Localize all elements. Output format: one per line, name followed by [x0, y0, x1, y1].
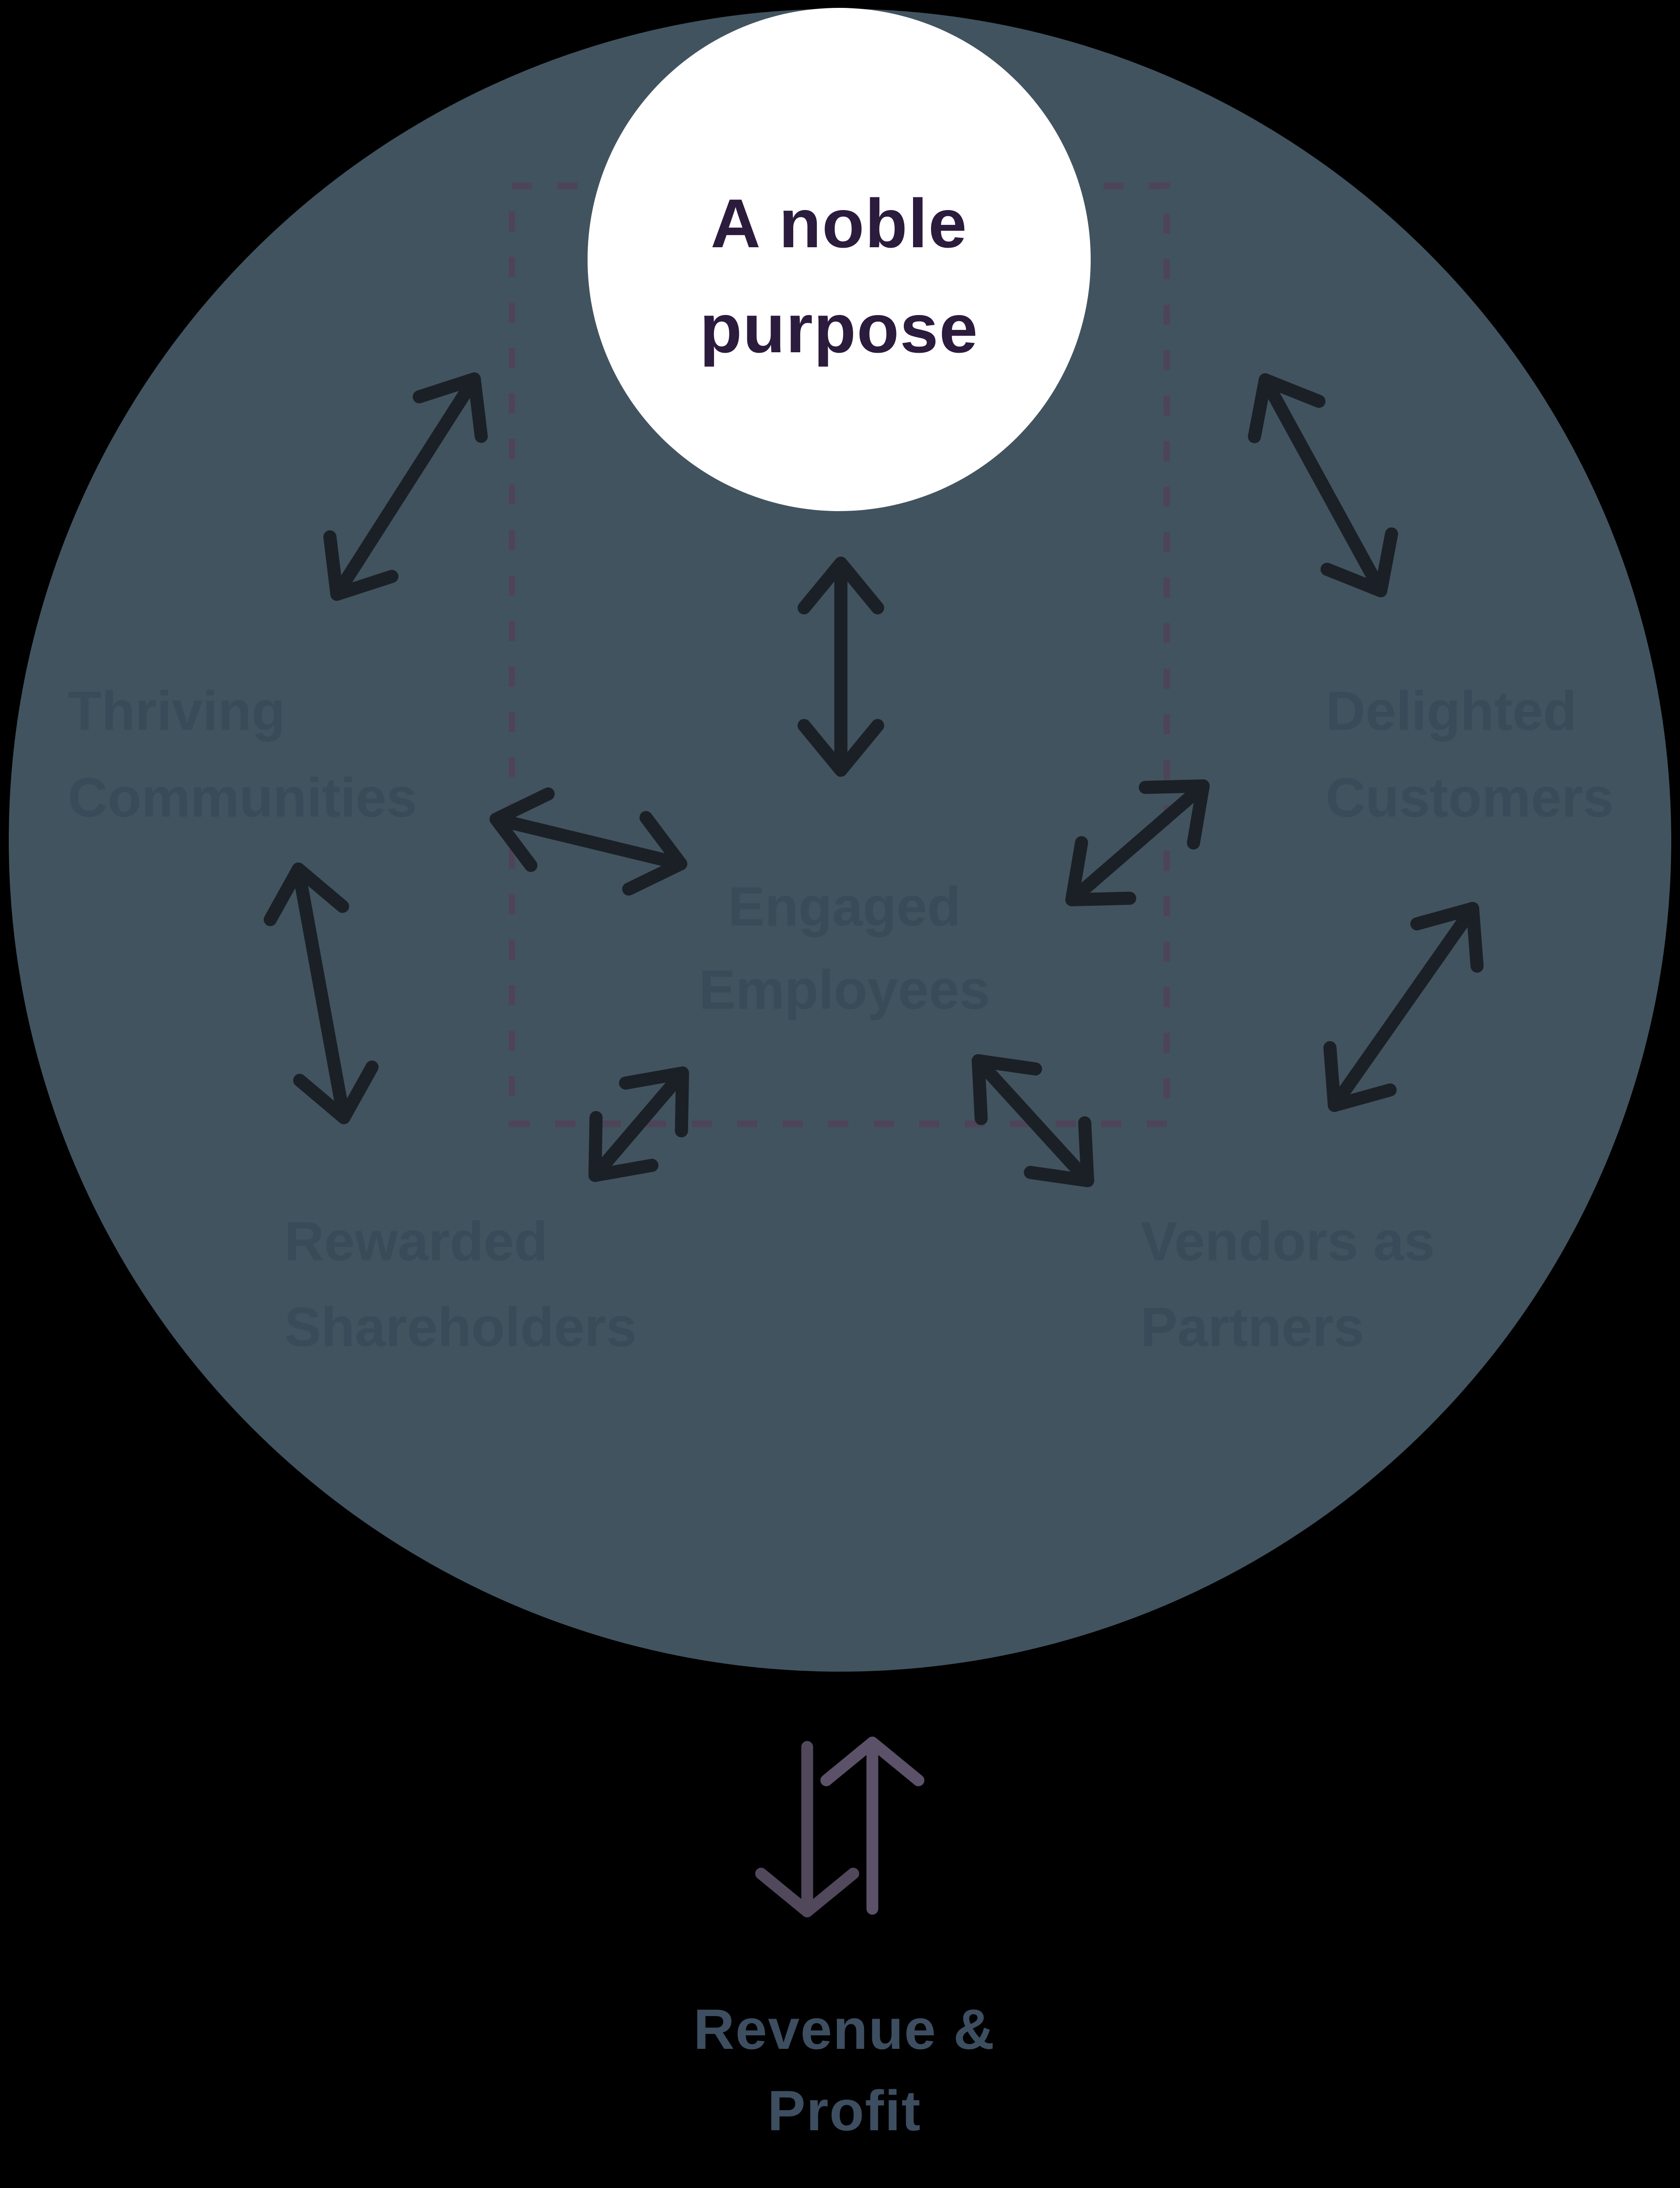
label-engaged-employees-line2: Employees [699, 959, 990, 1020]
label-thriving-communities-line2: Communities [68, 767, 417, 828]
double-arrow-communities-employees [490, 787, 687, 896]
purpose-title-line2: purpose [700, 290, 978, 367]
stakeholder-labels: Thriving Communities Delighted Customers… [68, 680, 1614, 1358]
label-rewarded-shareholders-line1: Rewarded [284, 1210, 548, 1272]
double-arrow-customers-purpose [1248, 373, 1398, 597]
double-arrow-communities-shareholders [263, 863, 379, 1124]
double-arrow-employees-customers [1065, 779, 1210, 906]
outcome-line2: Profit [767, 2079, 921, 2142]
purpose-title-line1: A noble [710, 185, 967, 262]
label-delighted-customers-line1: Delighted [1326, 680, 1577, 742]
label-delighted-customers-line2: Customers [1326, 767, 1614, 828]
label-vendors-as-partners-line1: Vendors as [1141, 1210, 1435, 1272]
double-arrow-communities-purpose [323, 372, 488, 601]
purpose-circle [588, 8, 1091, 511]
label-vendors-as-partners-line2: Partners [1141, 1296, 1364, 1358]
label-rewarded-shareholders-line2: Shareholders [284, 1296, 637, 1358]
exchange-arrows [263, 372, 1484, 1187]
outcome-label: Revenue & Profit [693, 1997, 995, 2142]
double-arrow-employees-shareholders [588, 1066, 689, 1182]
label-engaged-employees-line1: Engaged [728, 876, 961, 937]
outcome-line1: Revenue & [693, 1997, 995, 2061]
double-arrow-customers-vendors [1323, 902, 1484, 1112]
double-arrow-employees-vendors [972, 1054, 1094, 1187]
label-thriving-communities-line1: Thriving [68, 680, 285, 742]
revenue-flow-arrows [755, 1736, 924, 1918]
